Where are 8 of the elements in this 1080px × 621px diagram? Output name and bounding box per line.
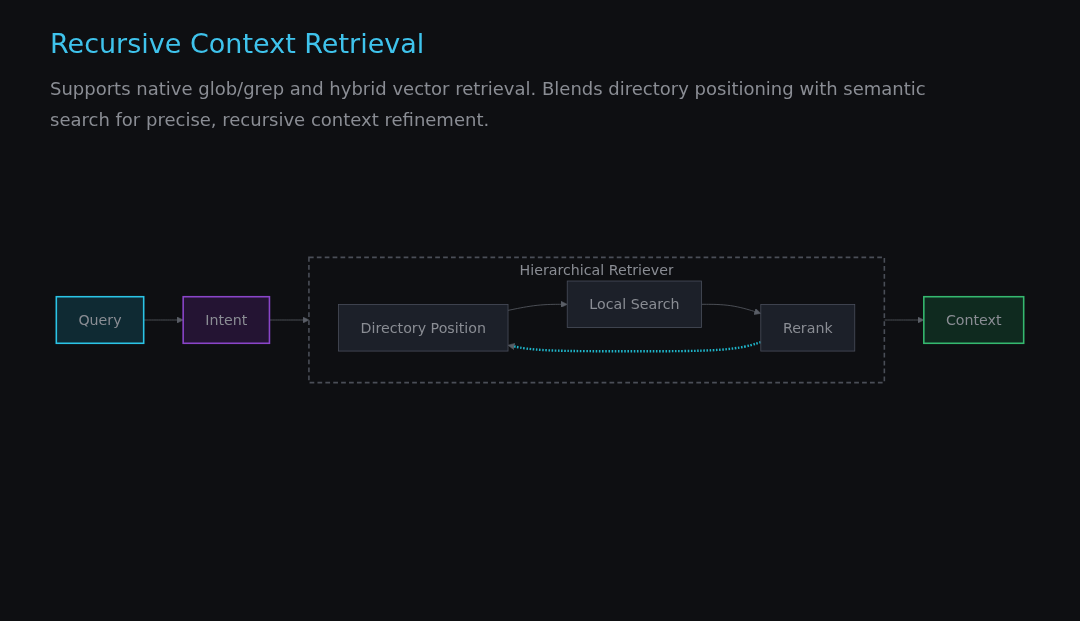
title: Recursive Context Retrieval <box>50 28 426 59</box>
node-box: Intent <box>182 295 271 345</box>
node-box: Rerank <box>760 304 856 352</box>
node-box: Local Search <box>566 280 702 328</box>
node-box: Directory Position <box>338 304 509 352</box>
caption: Supports native glob/grep and hybrid vector retrieval. Blends directory positioning with semantic search for precise, recursive context refinement. <box>50 77 927 132</box>
node-box: Query <box>55 295 145 345</box>
node-box: Context <box>923 295 1025 345</box>
